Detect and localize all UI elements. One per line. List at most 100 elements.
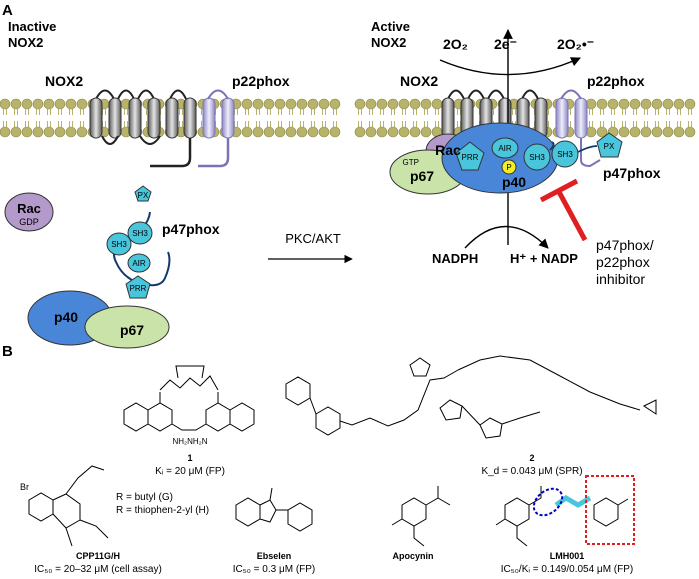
inhibitor-label-3: inhibitor — [596, 271, 645, 287]
lipid-tail — [14, 121, 18, 127]
lipid-head — [673, 126, 685, 138]
lipid-tail — [369, 121, 373, 127]
lipid-tail — [124, 109, 128, 115]
lipid-tail — [380, 109, 384, 115]
lipid-tail — [300, 109, 304, 115]
lipid-head — [65, 126, 77, 138]
lipid-tail — [80, 109, 84, 115]
nadph-arrow — [464, 225, 549, 249]
lipid-head — [307, 98, 319, 110]
apocynin-structure — [391, 486, 451, 547]
lipid-tail — [655, 109, 659, 115]
lipid-tail — [457, 109, 461, 115]
superoxide-arrow — [439, 57, 581, 76]
lipid-tail — [402, 121, 406, 127]
lipid-head — [285, 98, 297, 110]
lipid-tail — [358, 121, 362, 127]
lipid-tail — [333, 121, 337, 127]
lipid-head — [329, 98, 341, 110]
lipid-head — [21, 126, 33, 138]
lipid-tail — [322, 121, 326, 127]
lipid-tail — [322, 109, 326, 115]
lipid-head — [376, 98, 388, 110]
h-nadp-label: H⁺ + NADP — [510, 251, 578, 266]
lipid-head — [376, 126, 388, 138]
lipid-tail — [435, 109, 439, 115]
lipid-tail — [102, 121, 106, 127]
lipid-head — [640, 98, 652, 110]
rac-gdp-ellipse — [4, 192, 54, 232]
lipid-tail — [644, 121, 648, 127]
lipid-head — [318, 126, 330, 138]
panel-a-label: A — [2, 2, 13, 19]
panel-b-label: B — [2, 343, 13, 360]
lipid-head — [431, 98, 443, 110]
lipid-tail — [391, 121, 395, 127]
lipid-tail — [688, 109, 692, 115]
cpp11-r1: R = butyl (G) — [116, 492, 173, 503]
gtp-label: GTP — [403, 158, 419, 167]
lipid-tail — [380, 121, 384, 127]
lipid-head — [241, 98, 253, 110]
lipid-head — [76, 98, 88, 110]
cpp11-structure — [28, 465, 109, 547]
lipid-tail — [58, 109, 62, 115]
p40-label-right: p40 — [502, 174, 526, 190]
lipid-tail — [666, 121, 670, 127]
nox2-inactive — [89, 89, 197, 168]
lipid-tail — [25, 109, 29, 115]
lipid-head — [10, 98, 22, 110]
lipid-tail — [611, 109, 615, 115]
lipid-head — [252, 126, 264, 138]
lipid-head — [398, 98, 410, 110]
p67-label-left: p67 — [120, 322, 144, 338]
lipid-tail — [300, 121, 304, 127]
lipid-tail — [289, 109, 293, 115]
inhibitor-label-2: p22phox — [596, 254, 650, 270]
lmh001-phenol-box — [585, 475, 635, 545]
lipid-head — [365, 126, 377, 138]
lipid-head — [629, 126, 641, 138]
lipid-tail — [677, 121, 681, 127]
lipid-tail — [666, 109, 670, 115]
inactive-title-1: Inactive — [8, 19, 56, 34]
compound-1-nh: NH₂NH₂N — [172, 437, 207, 446]
lipid-tail — [58, 121, 62, 127]
lipid-head — [629, 98, 641, 110]
air-label-left: AIR — [132, 259, 146, 268]
lipid-head — [329, 126, 341, 138]
sh3-label-left-2: SH3 — [132, 229, 148, 238]
lipid-head — [76, 126, 88, 138]
apocynin-name: Apocynin — [392, 551, 433, 561]
lmh001-structure — [495, 486, 629, 547]
lipid-tail — [677, 109, 681, 115]
lipid-head — [263, 98, 275, 110]
phospho-label: P — [506, 163, 511, 172]
lipid-tail — [256, 109, 260, 115]
compound-2-value: K_d = 0.043 μM (SPR) — [481, 466, 582, 477]
lipid-tail — [80, 121, 84, 127]
lipid-tail — [622, 109, 626, 115]
lipid-tail — [633, 121, 637, 127]
lipid-head — [296, 126, 308, 138]
lipid-tail — [457, 121, 461, 127]
lipid-tail — [333, 109, 337, 115]
lipid-tail — [256, 121, 260, 127]
lipid-head — [21, 98, 33, 110]
lipid-head — [263, 126, 275, 138]
lipid-tail — [36, 121, 40, 127]
lipid-head — [651, 126, 663, 138]
lmh001-ester-circle — [532, 487, 564, 517]
sh3-label-left-1: SH3 — [111, 240, 127, 249]
lipid-head — [252, 98, 264, 110]
lipid-head — [662, 98, 674, 110]
lipid-head — [607, 98, 619, 110]
lipid-tail — [391, 109, 395, 115]
p22phox-active — [555, 89, 601, 168]
sh3-label-right-2: SH3 — [557, 150, 573, 159]
lipid-head — [32, 98, 44, 110]
sh3-label-right-1: SH3 — [529, 153, 545, 162]
nox2-label-right: NOX2 — [400, 73, 438, 89]
